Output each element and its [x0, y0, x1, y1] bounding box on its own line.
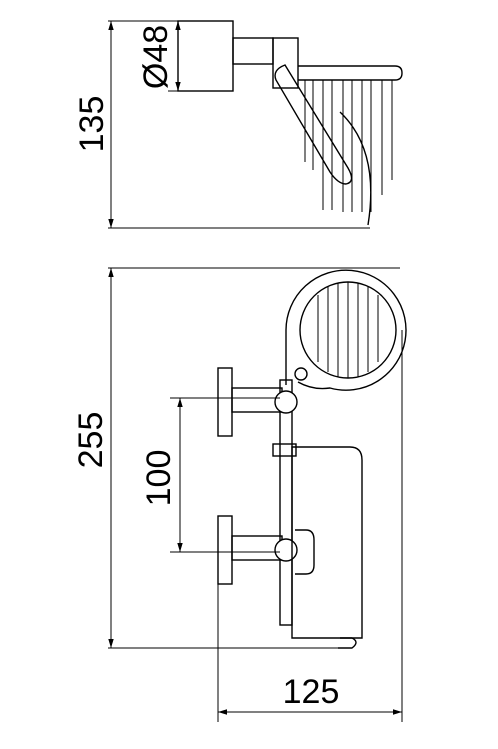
upper-wall-flange: [217, 367, 233, 437]
roll-bracket: [272, 443, 297, 457]
roll-cover: [291, 446, 363, 639]
front-ring-frame: [285, 269, 407, 391]
side-view: Ø48 135: [73, 20, 403, 229]
lower-wall-flange: [217, 515, 233, 585]
side-basket-wires: [304, 80, 393, 212]
side-basket-curve: [339, 111, 372, 226]
front-view: 255 100 125: [72, 267, 407, 722]
lower-joint: [274, 538, 298, 562]
side-wall-flange: [177, 20, 234, 92]
height-front-label: 255: [72, 412, 110, 469]
roll-tab: [338, 637, 357, 649]
lower-clip: [295, 529, 315, 575]
mount-spacing-label: 100: [140, 450, 178, 507]
front-ring-pivot: [294, 367, 308, 381]
side-arm: [232, 37, 274, 65]
height-side-label: 135: [73, 96, 111, 153]
side-basket-rail: [298, 65, 403, 81]
front-ring-wires: [317, 282, 379, 378]
side-holder-bar: [274, 64, 353, 185]
side-joint: [272, 37, 299, 89]
front-main-bar: [279, 379, 293, 626]
width-label: 125: [283, 673, 340, 711]
diameter-label: Ø48: [137, 25, 175, 89]
upper-joint: [274, 390, 298, 414]
